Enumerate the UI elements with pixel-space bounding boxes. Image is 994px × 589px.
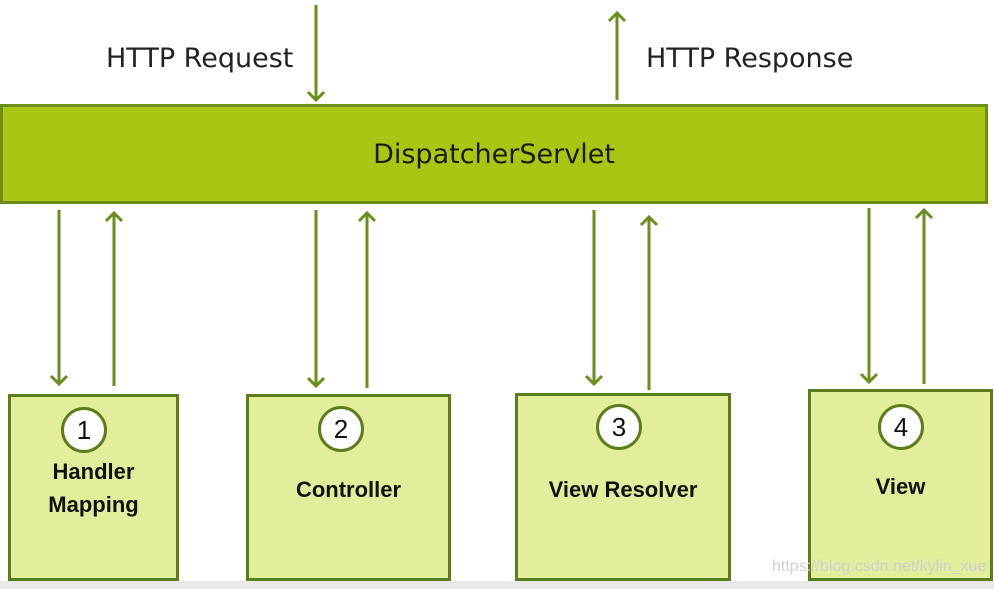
step-number-3: 3	[611, 411, 627, 442]
step-number-1: 1	[76, 414, 92, 445]
step-number-2: 2	[333, 413, 349, 444]
handler-mapping-box: 1 Handler Mapping	[8, 394, 179, 581]
step-badge-4: 4	[878, 404, 924, 450]
step-badge-3: 3	[596, 404, 642, 450]
view-label: View	[875, 474, 926, 499]
step-badge-2: 2	[318, 406, 364, 452]
handler-mapping-label: Handler Mapping	[48, 459, 139, 517]
controller-box: 2 Controller	[246, 394, 451, 581]
view-resolver-box: 3 View Resolver	[515, 393, 731, 581]
view-box: 4 View	[808, 389, 993, 581]
view-resolver-label: View Resolver	[548, 477, 698, 502]
step-badge-1: 1	[61, 407, 107, 453]
dispatcher-servlet-label: DispatcherServlet	[373, 138, 615, 170]
http-response-label: HTTP Response	[646, 43, 854, 74]
http-request-label: HTTP Request	[106, 43, 294, 74]
watermark: https://blog.csdn.net/kylin_xue	[772, 558, 987, 575]
bottom-strip	[0, 581, 994, 589]
step-number-4: 4	[893, 411, 909, 442]
dispatcher-servlet-box: DispatcherServlet	[0, 104, 988, 204]
controller-label: Controller	[295, 477, 402, 502]
